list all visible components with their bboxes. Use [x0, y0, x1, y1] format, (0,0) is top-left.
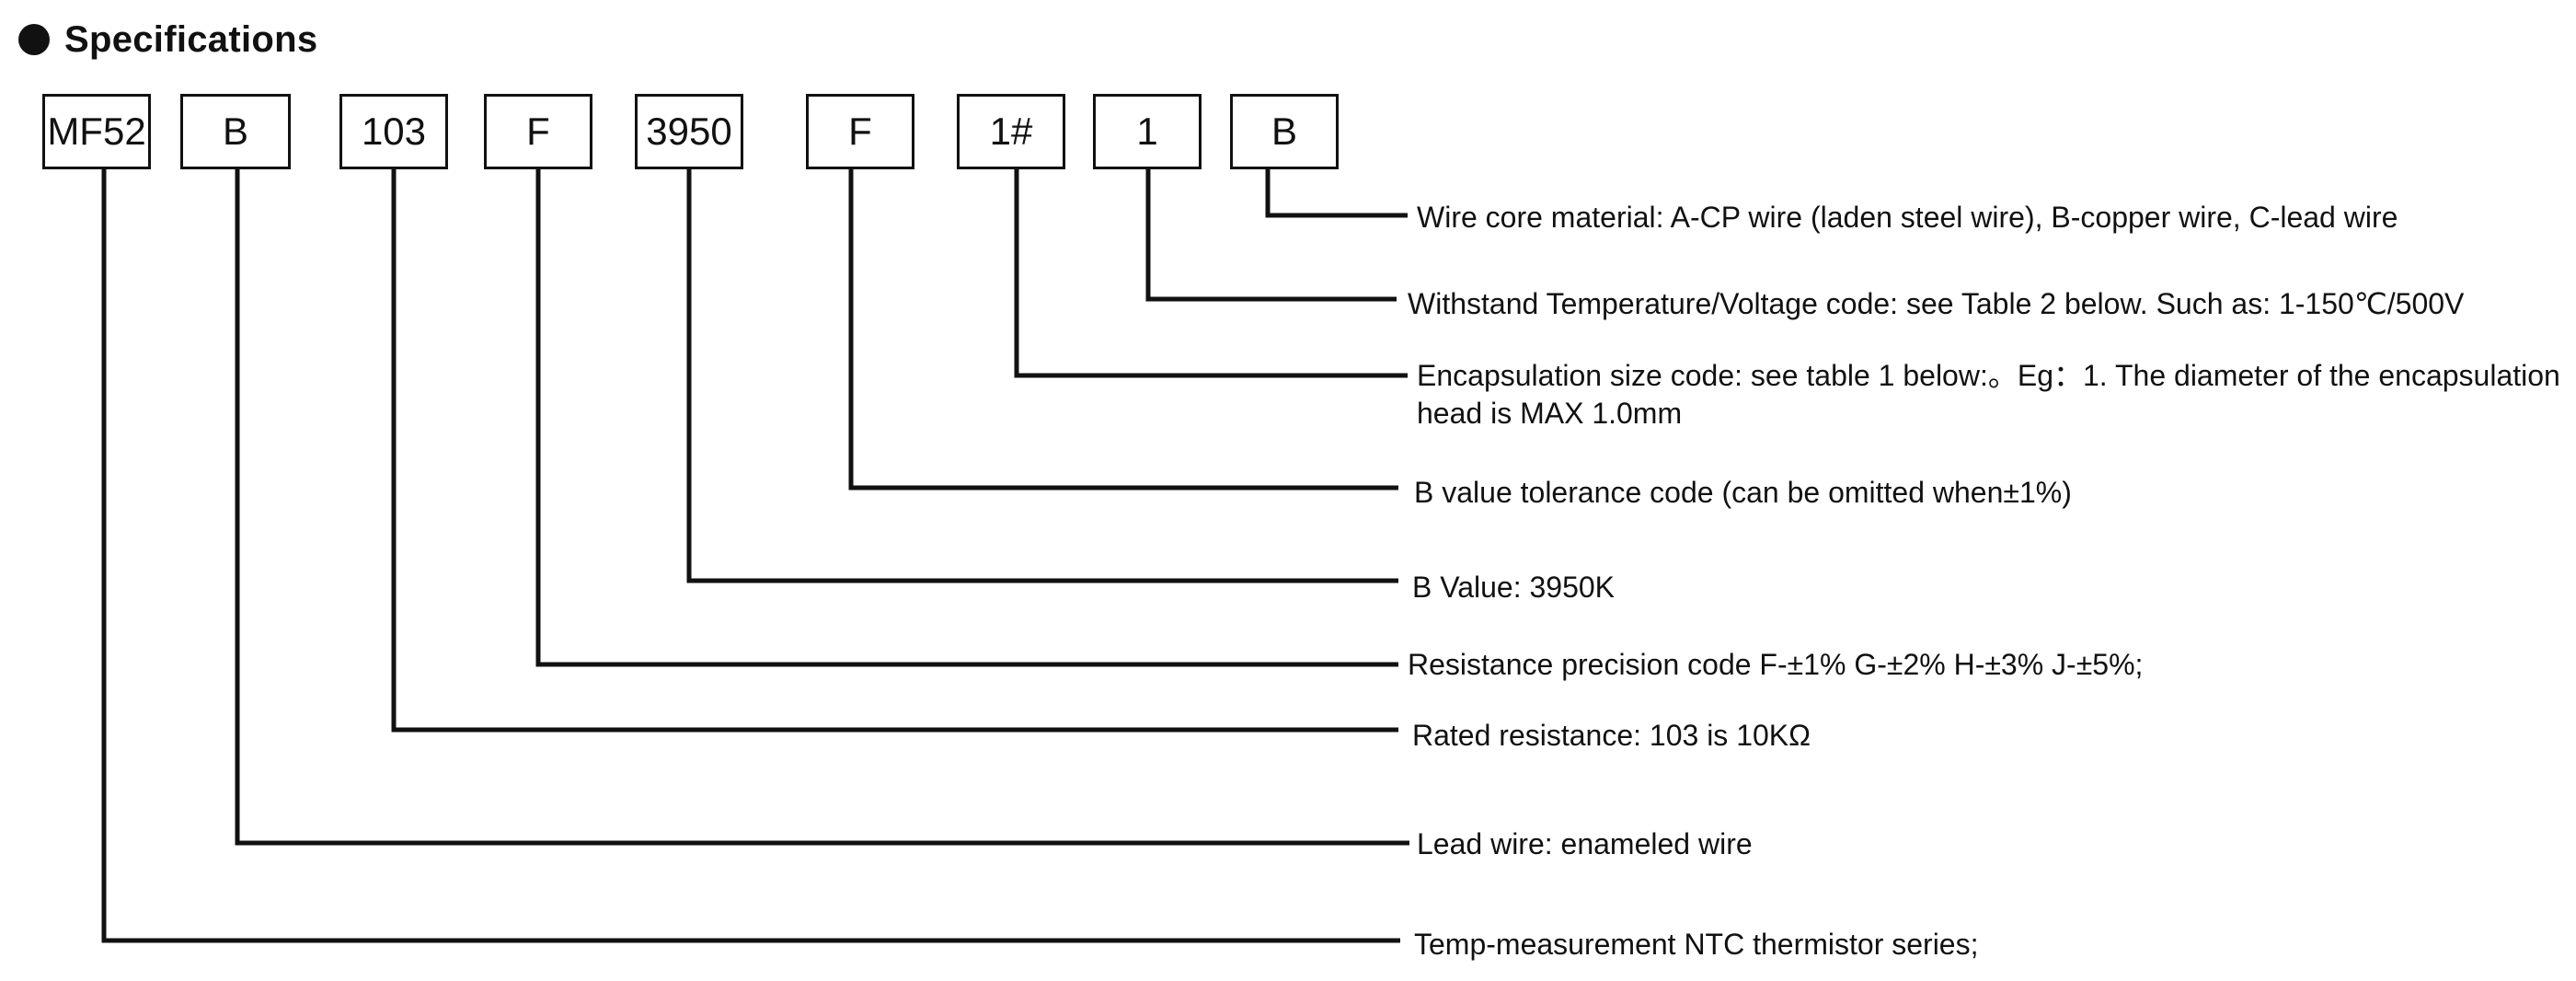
desc-rated-resistance: Rated resistance: 103 is 10KΩ [1412, 719, 1811, 752]
desc-precision: Resistance precision code F-±1% G-±2% H-… [1408, 648, 2144, 681]
leader-line-b-value [686, 169, 1398, 583]
desc-encapsulation-line2: head is MAX 1.0mm [1417, 397, 1683, 430]
leader-line-wire-core [1265, 169, 1408, 218]
desc-b-tolerance: B value tolerance code (can be omitted w… [1414, 476, 2072, 509]
code-box-rated-resistance: 103 [339, 94, 448, 169]
leader-line-rated-resistance [391, 169, 1398, 733]
code-box-b-value: 3950 [635, 94, 743, 169]
code-box-withstand: 1 [1093, 94, 1202, 169]
leader-line-series [101, 169, 1400, 943]
bullet-icon [18, 24, 50, 55]
leader-line-lead-wire [235, 169, 1409, 846]
code-box-b-tolerance: F [806, 94, 914, 169]
desc-b-value: B Value: 3950K [1412, 571, 1616, 604]
desc-encapsulation-line1: Encapsulation size code: see table 1 bel… [1417, 359, 2560, 392]
code-box-encapsulation: 1# [957, 94, 1065, 169]
leader-line-b-tolerance [848, 169, 1398, 490]
leader-line-precision [535, 169, 1398, 667]
code-box-series: MF52 [42, 94, 151, 169]
specifications-heading: Specifications [18, 11, 317, 68]
desc-series: Temp-measurement NTC thermistor series; [1414, 928, 1979, 961]
code-box-precision: F [484, 94, 592, 169]
leader-line-withstand [1145, 169, 1397, 302]
code-box-lead-wire: B [180, 94, 291, 169]
desc-withstand: Withstand Temperature/Voltage code: see … [1408, 287, 2465, 320]
code-box-wire-core: B [1230, 94, 1339, 169]
desc-wire-core: Wire core material: A-CP wire (laden ste… [1417, 201, 2398, 234]
page-title: Specifications [64, 18, 318, 60]
leader-line-encapsulation [1014, 169, 1408, 378]
desc-lead-wire: Lead wire: enameled wire [1417, 827, 1753, 860]
